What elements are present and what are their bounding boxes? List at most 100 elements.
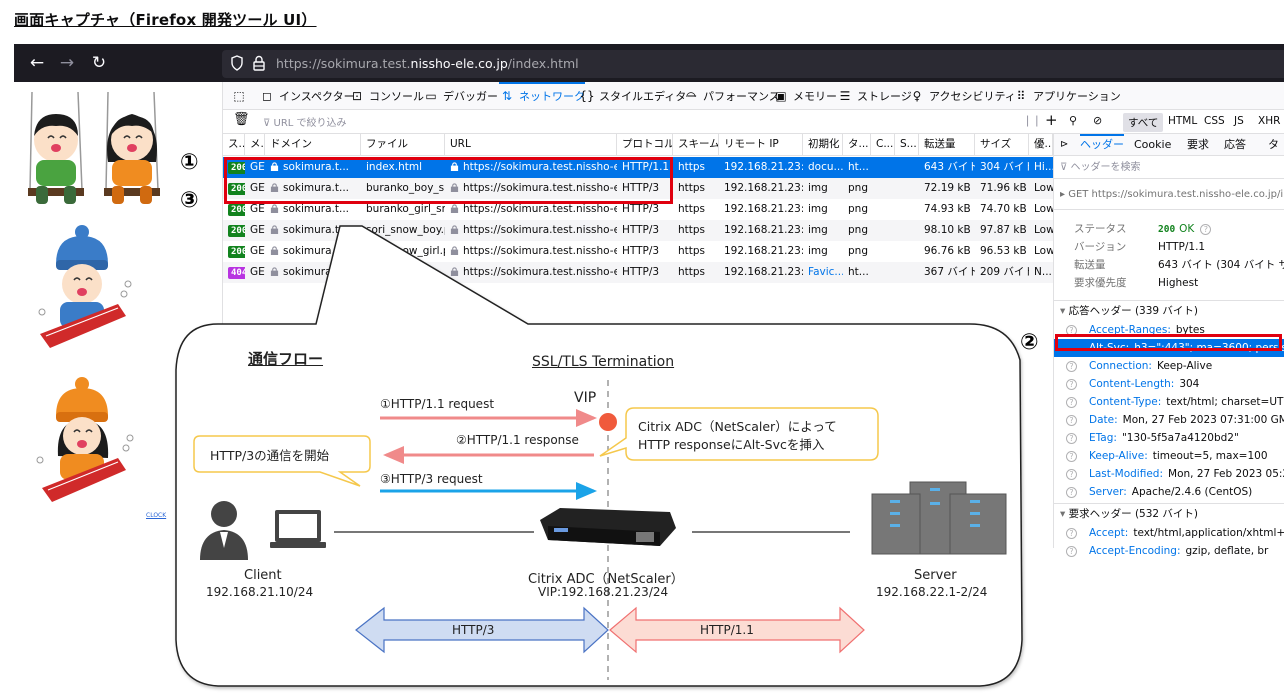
tab-accessibility[interactable]: ♀アクセシビリティ — [909, 82, 1016, 110]
details-tab-cookie[interactable]: Cookie — [1134, 138, 1172, 151]
pause-icon[interactable]: ❘❘ — [1023, 114, 1042, 127]
block-icon[interactable]: ⊘ — [1093, 114, 1103, 127]
header-row[interactable]: ?Server:Apache/2.4.6 (CentOS) — [1054, 483, 1284, 501]
table-row[interactable]: 200GETsokimura.t...sori_snow_boy.pnghttp… — [223, 220, 1053, 241]
table-row[interactable]: 200GETsokimura.t...index.htmlhttps://sok… — [223, 157, 1053, 178]
column-header[interactable]: C... — [871, 134, 895, 156]
tab-inspector[interactable]: ◻インスペクター — [259, 82, 355, 110]
tab-style-editor[interactable]: {}スタイルエディター — [579, 82, 697, 110]
column-header[interactable]: 優... — [1029, 134, 1053, 156]
initiator-cell: docu... — [808, 161, 843, 173]
header-row[interactable]: ?Last-Modified:Mon, 27 Feb 2023 05:20:44… — [1054, 465, 1284, 483]
help-icon[interactable]: ? — [1066, 528, 1077, 539]
performance-icon: ◠ — [685, 89, 697, 103]
details-tab-response[interactable]: 応答 — [1224, 138, 1246, 151]
help-icon[interactable]: ? — [1200, 224, 1212, 235]
column-header[interactable]: サイズ — [975, 134, 1029, 156]
url-bar[interactable]: https://sokimura.test.nissho-ele.co.jp/i… — [222, 50, 1284, 78]
tab-storage[interactable]: ☰ストレージ — [837, 82, 912, 110]
back-icon[interactable]: ← — [29, 53, 45, 73]
details-tab-headers[interactable]: ヘッダー — [1080, 134, 1124, 154]
initiator-cell: img — [808, 182, 828, 194]
header-section-title[interactable]: ▾ 応答ヘッダー (339 バイト) — [1054, 300, 1284, 320]
clock-link[interactable]: CLOCK — [146, 512, 167, 519]
header-row[interactable]: ?Date:Mon, 27 Feb 2023 07:31:00 GMT — [1054, 411, 1284, 429]
column-header[interactable]: URL — [445, 134, 617, 156]
search-icon[interactable]: ⚲ — [1069, 114, 1078, 127]
header-row[interactable]: ?Accept-Encoding:gzip, deflate, br — [1054, 542, 1284, 560]
column-header[interactable]: タ... — [843, 134, 871, 156]
filter-css[interactable]: CSS — [1204, 115, 1225, 127]
details-tab-timing[interactable]: タ — [1268, 138, 1279, 151]
help-icon[interactable]: ? — [1066, 546, 1077, 557]
table-row[interactable]: 200GETsokimura.t...buranko_boy_smilehttp… — [223, 178, 1053, 199]
filter-js[interactable]: JS — [1234, 115, 1244, 127]
url-cell: https://sokimura.test.nissho-ele... — [450, 178, 617, 199]
help-icon[interactable]: ? — [1066, 469, 1077, 480]
column-header[interactable]: 初期化 — [803, 134, 843, 156]
tab-network[interactable]: ⇅ネットワーク — [499, 82, 585, 110]
reload-icon[interactable]: ↻ — [91, 53, 107, 73]
tab-label: アクセシビリティ — [929, 90, 1016, 103]
help-icon[interactable]: ? — [1066, 487, 1077, 498]
header-row[interactable]: ?Connection:Keep-Alive — [1054, 357, 1284, 375]
transferred-cell: 367 バイト — [924, 266, 975, 278]
forward-icon[interactable]: → — [59, 53, 75, 73]
header-name: Content-Type: — [1089, 396, 1162, 408]
filter-html[interactable]: HTML — [1168, 115, 1198, 127]
column-header[interactable]: スキーム — [673, 134, 719, 156]
column-header[interactable]: 転送量 — [919, 134, 975, 156]
column-header[interactable]: ドメイン — [265, 134, 361, 156]
column-header[interactable]: リモート IP — [719, 134, 803, 156]
tab-debugger[interactable]: ▭デバッガー — [423, 82, 498, 110]
trash-icon[interactable]: 🗑 — [233, 112, 250, 127]
filter-all[interactable]: すべて — [1123, 113, 1164, 132]
header-search-input[interactable]: ⊽ ヘッダーを検索 — [1054, 157, 1284, 179]
protocol-cell: HTTP/3 — [622, 182, 660, 194]
header-row[interactable]: ?Accept-Ranges:bytes — [1054, 321, 1284, 339]
column-header[interactable]: S... — [895, 134, 919, 156]
url-filter-input[interactable]: ⊽ URL で絞り込み — [263, 114, 347, 129]
help-icon[interactable]: ? — [1066, 361, 1077, 372]
lock-icon — [253, 55, 265, 71]
request-line-text: GET https://sokimura.test.nissho-ele.co.… — [1068, 189, 1284, 200]
help-icon[interactable]: ? — [1066, 379, 1077, 390]
header-row[interactable]: ?Accept:text/html,application/xhtml+xml,… — [1054, 524, 1284, 542]
priority-cell: Hi... — [1034, 161, 1053, 173]
url-text: https://sokimura.test.nissho-ele... — [463, 203, 617, 215]
column-header[interactable]: ファイル — [361, 134, 445, 156]
url-text[interactable]: https://sokimura.test.nissho-ele.co.jp/i… — [276, 56, 579, 71]
collapse-triangle-icon: ▾ — [1060, 508, 1069, 520]
tab-application[interactable]: ⠿アプリケーション — [1013, 82, 1121, 110]
help-icon[interactable]: ? — [1066, 451, 1077, 462]
help-icon[interactable]: ? — [1066, 415, 1077, 426]
help-icon[interactable]: ? — [1066, 397, 1077, 408]
add-icon[interactable]: + — [1045, 111, 1058, 129]
memory-icon: ▣ — [775, 89, 787, 103]
lock-icon — [270, 225, 279, 234]
remote-ip-cell: 192.168.21.23:... — [724, 161, 803, 173]
column-header[interactable]: ス... — [223, 134, 245, 156]
tab-memory[interactable]: ▣メモリー — [773, 82, 837, 110]
toggle-panel-icon[interactable]: ⊳ — [1060, 139, 1069, 150]
table-row[interactable]: 200GETsokimura.t...buranko_girl_smilehtt… — [223, 199, 1053, 220]
initiator-cell: img — [808, 245, 828, 257]
filter-xhr[interactable]: XHR — [1258, 115, 1281, 127]
header-row[interactable]: ?ETag:"130-5f5a7a4120bd2" — [1054, 429, 1284, 447]
request-line[interactable]: ▸ GET https://sokimura.test.nissho-ele.c… — [1054, 180, 1284, 210]
tab-console[interactable]: ⊡コンソール — [349, 82, 424, 110]
header-row[interactable]: ?Content-Type:text/html; charset=UTF-8 — [1054, 393, 1284, 411]
adc-ip: VIP:192.168.21.23/24 — [538, 585, 669, 599]
details-tab-request[interactable]: 要求 — [1187, 138, 1209, 151]
header-row[interactable]: ?Keep-Alive:timeout=5, max=100 — [1054, 447, 1284, 465]
file-cell: buranko_boy_smile — [366, 182, 445, 194]
tab-performance[interactable]: ◠パフォーマンス — [683, 82, 780, 110]
header-section-title[interactable]: ▾ 要求ヘッダー (532 バイト) — [1054, 503, 1284, 523]
method-cell: GET — [250, 224, 265, 236]
element-picker-icon[interactable]: ⬚ — [233, 89, 245, 103]
column-header[interactable]: プロトコル — [617, 134, 673, 156]
header-row[interactable]: ?Content-Length:304 — [1054, 375, 1284, 393]
priority-cell: Low — [1034, 203, 1053, 215]
column-header[interactable]: メ... — [245, 134, 265, 156]
help-icon[interactable]: ? — [1066, 433, 1077, 444]
